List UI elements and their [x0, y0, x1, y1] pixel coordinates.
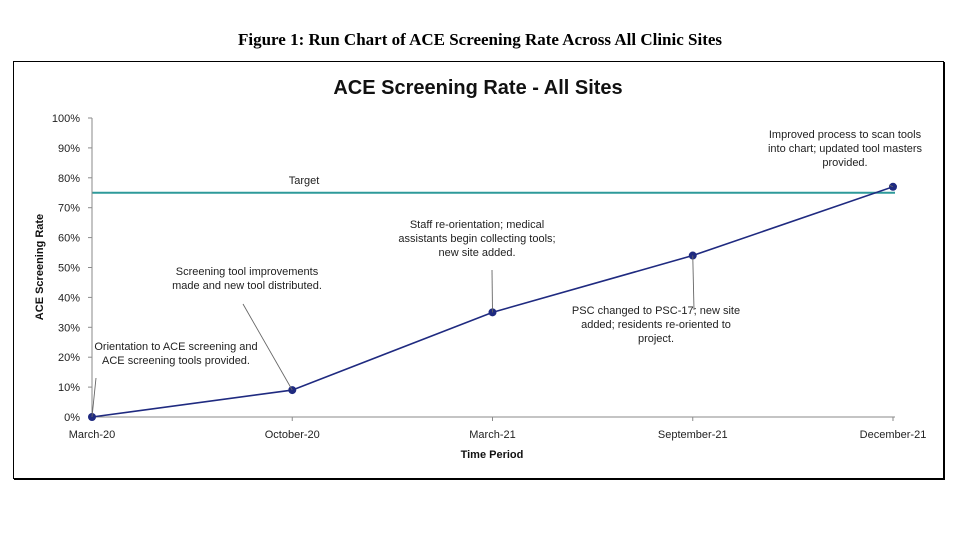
figure-caption: Figure 1: Run Chart of ACE Screening Rat…	[237, 30, 723, 49]
y-tick-label: 0%	[64, 412, 80, 424]
annotation-text: project.	[638, 333, 674, 345]
annotation-text: Orientation to ACE screening and	[94, 341, 257, 353]
chart-frame: ACE Screening Rate - All Sites Target 0%…	[13, 61, 944, 479]
axes: 0% 10% 20% 30% 40% 50% 60% 70% 80% 90% 100% March-2…	[52, 113, 926, 441]
annotation-text: Screening tool improvements	[176, 266, 319, 278]
y-tick-label: 20%	[58, 352, 80, 364]
annotation-text: Staff re-orientation; medical	[410, 219, 544, 231]
y-tick-label: 90%	[58, 143, 80, 155]
y-tick-label: 100%	[52, 113, 80, 125]
target-label: Target	[289, 175, 320, 187]
y-tick-label: 80%	[58, 173, 80, 185]
annotation-leader	[491, 269, 493, 313]
x-tick-label: December-21	[860, 429, 927, 441]
target-layer: Target	[92, 175, 895, 194]
x-axis-title: Time Period	[461, 449, 524, 461]
data-point	[688, 251, 697, 260]
y-tick-label: 10%	[58, 382, 80, 394]
x-tick-label: October-20	[265, 429, 320, 441]
annotation-text: assistants begin collecting tools;	[398, 233, 555, 245]
annotation-text: made and new tool distributed.	[172, 280, 322, 292]
annotation-text: PSC changed to PSC-17; new site	[572, 305, 740, 317]
chart-title: ACE Screening Rate - All Sites	[333, 77, 622, 99]
annotation-text: Improved process to scan tools	[769, 129, 922, 141]
run-chart: ACE Screening Rate - All Sites Target 0%…	[34, 77, 926, 461]
annotation-leader	[242, 303, 293, 391]
y-axis-title: ACE Screening Rate	[34, 214, 46, 320]
annotation-leader	[692, 255, 695, 311]
annotation-leader	[888, 184, 894, 188]
y-tick-label: 50%	[58, 263, 80, 275]
y-tick-label: 40%	[58, 292, 80, 304]
annotation-text: new site added.	[438, 247, 515, 259]
x-tick-label: September-21	[658, 429, 728, 441]
annotation-text: provided.	[822, 157, 867, 169]
y-tick-label: 70%	[58, 203, 80, 215]
y-tick-label: 30%	[58, 322, 80, 334]
x-tick-label: March-20	[69, 429, 115, 441]
annotation-leader	[91, 377, 97, 418]
annotation-text: into chart; updated tool masters	[768, 143, 923, 155]
annotation-text: added; residents re-oriented to	[581, 319, 731, 331]
x-tick-label: March-21	[469, 429, 515, 441]
annotation-text: ACE screening tools provided.	[102, 355, 250, 367]
y-tick-label: 60%	[58, 233, 80, 245]
